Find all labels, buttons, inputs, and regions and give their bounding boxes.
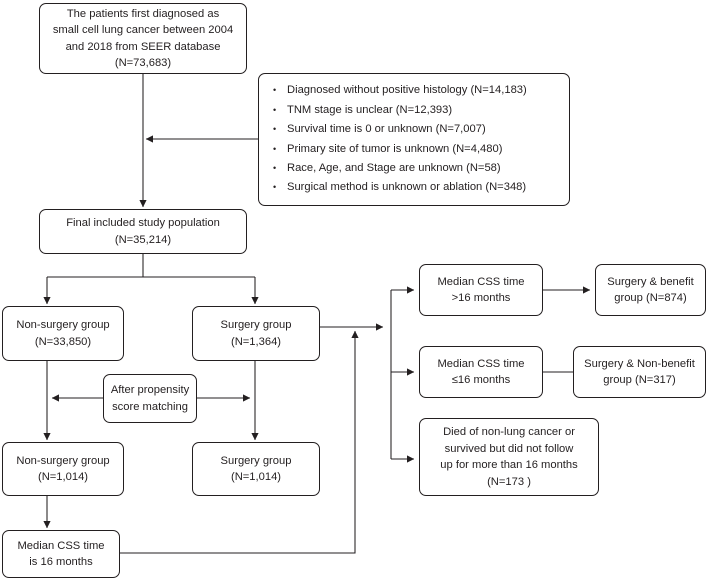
censored-line-2: survived but did not follow [444,442,574,455]
bullet-icon: • [273,85,277,96]
bullet-icon: • [273,104,277,115]
benefit-line-1: Surgery & benefit [607,275,694,288]
exclusion-item-label: Surgical method is unknown or ablation (… [287,181,527,194]
non-benefit-line-1: Surgery & Non-benefit [584,357,695,370]
non-surgery-postmatch-count: (N=1,014) [37,471,89,483]
exclusion-item: • Survival time is 0 or unknown (N=7,007… [273,120,559,139]
propensity-score-matching-box: After propensity score matching [103,374,197,423]
cohort-source-box: The patients first diagnosed as small ce… [39,3,247,74]
median-css-above-16-box: Median CSS time >16 months [419,264,543,316]
exclusion-item: • Surgical method is unknown or ablation… [273,178,559,197]
surgery-benefit-group-box: Surgery & benefit group (N=874) [595,264,706,316]
exclusion-item: • Race, Age, and Stage are unknown (N=58… [273,159,559,178]
median-css-reference-line-2: is 16 months [29,556,93,568]
surgery-prematch-label: Surgery group [220,319,292,331]
exclusion-item-label: Race, Age, and Stage are unknown (N=58) [287,161,501,174]
exclusion-item-label: TNM stage is unclear (N=12,393) [287,103,453,116]
exclusion-criteria-box: • Diagnosed without positive histology (… [258,73,570,206]
css-below-line-2: ≤16 months [451,374,511,386]
censored-line-1: Died of non-lung cancer or [443,426,575,438]
median-css-reference-box: Median CSS time is 16 months [2,530,120,578]
final-population-count: (N=35,214) [114,233,172,246]
exclusion-item: • Diagnosed without positive histology (… [273,81,559,100]
surgery-prematch-count: (N=1,364) [230,335,282,348]
bullet-icon: • [273,162,277,173]
bullet-icon: • [273,143,277,154]
censored-count: (N=173 ) [487,475,531,488]
psm-line-1: After propensity [110,384,190,396]
non-surgery-prematch-count: (N=33,850) [34,335,92,348]
cohort-source-line-1: The patients first diagnosed as [66,7,220,20]
benefit-count: group (N=874) [614,292,687,304]
median-css-reference-line-1: Median CSS time [17,539,105,552]
surgery-postmatch-count: (N=1,014) [230,471,282,483]
exclusion-item: • Primary site of tumor is unknown (N=4,… [273,140,559,159]
non-benefit-count: group (N=317) [603,374,676,386]
psm-line-2: score matching [112,400,188,413]
non-surgery-group-prematch-box: Non-surgery group (N=33,850) [2,306,124,361]
bullet-icon: • [273,124,277,135]
bullet-icon: • [273,182,277,193]
surgery-postmatch-label: Surgery group [220,454,292,467]
exclusion-item-label: Diagnosed without positive histology (N=… [287,84,527,97]
cohort-source-line-3: and 2018 from SEER database [65,40,221,53]
surgery-group-prematch-box: Surgery group (N=1,364) [192,306,320,361]
exclusion-item-label: Primary site of tumor is unknown (N=4,48… [287,142,503,155]
cohort-source-count: (N=73,683) [114,57,172,69]
non-surgery-group-postmatch-box: Non-surgery group (N=1,014) [2,442,124,496]
surgery-group-postmatch-box: Surgery group (N=1,014) [192,442,320,496]
median-css-at-or-below-16-box: Median CSS time ≤16 months [419,346,543,398]
css-above-line-2: >16 months [451,292,511,304]
censored-line-3: up for more than 16 months [440,459,578,471]
non-surgery-postmatch-label: Non-surgery group [16,454,110,467]
css-above-line-1: Median CSS time [437,275,525,288]
final-population-box: Final included study population (N=35,21… [39,209,247,254]
cohort-source-line-2: small cell lung cancer between 2004 [52,24,234,36]
non-surgery-prematch-label: Non-surgery group [16,319,110,331]
final-population-label: Final included study population [66,217,220,229]
css-below-line-1: Median CSS time [437,357,525,370]
exclusion-item: • TNM stage is unclear (N=12,393) [273,101,559,120]
surgery-non-benefit-group-box: Surgery & Non-benefit group (N=317) [573,346,706,398]
censored-or-other-death-box: Died of non-lung cancer or survived but … [419,418,599,496]
exclusion-item-label: Survival time is 0 or unknown (N=7,007) [287,123,486,136]
